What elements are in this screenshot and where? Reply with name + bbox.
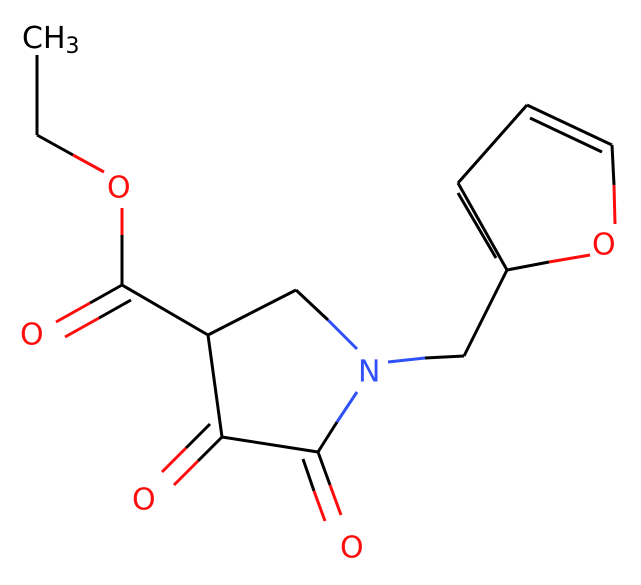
bond-n-ch2-black bbox=[424, 354, 465, 360]
bond-c2-n-blue bbox=[326, 318, 359, 351]
bond-c5-o-double-1-red bbox=[328, 484, 343, 516]
bond-c-o-double-1-red bbox=[55, 301, 91, 324]
bond-furan-c5-o-red bbox=[612, 184, 617, 225]
methyl-label: CH3 bbox=[22, 21, 80, 59]
bond-c4-o-double-2-red bbox=[160, 446, 188, 474]
bond-n-c5-blue bbox=[335, 391, 359, 423]
bonds bbox=[35, 55, 617, 522]
atom-labels: CH3 O O N O O O bbox=[20, 21, 616, 566]
bond-c3-c2 bbox=[207, 288, 297, 337]
bond-c4-c3 bbox=[206, 334, 224, 438]
bond-n-c5-black bbox=[316, 421, 339, 453]
bond-n-ch2-blue bbox=[387, 356, 426, 364]
bond-c5-c4 bbox=[221, 435, 319, 454]
bond-c5-o-double-1-black bbox=[316, 451, 332, 486]
keto-oxygen-5-label: O bbox=[340, 531, 364, 566]
bond-c4-o-double-1-red bbox=[172, 459, 200, 487]
bond-furan-c3-c4 bbox=[456, 104, 529, 184]
bond-ch2-furan-c2 bbox=[462, 269, 509, 357]
ester-oxygen-label: O bbox=[107, 171, 131, 206]
bond-c4-o-double-2-black bbox=[184, 422, 212, 450]
bond-c-o-double-1-black bbox=[89, 283, 123, 305]
bond-furan-c4-c5 bbox=[526, 103, 613, 147]
bond-c4-o-double-1-black bbox=[196, 435, 224, 463]
bond-furan-o-c2-red bbox=[548, 253, 591, 264]
nitrogen-label: N bbox=[358, 355, 380, 390]
bond-c-o-double-2-black bbox=[98, 298, 132, 320]
bond-furan-o-c2-black bbox=[506, 260, 550, 272]
bond-c-c3 bbox=[121, 283, 209, 337]
bond-c5-o-double-2-red bbox=[312, 490, 327, 522]
bond-c5-o-double-2-black bbox=[301, 458, 316, 492]
bond-c2-n-black bbox=[294, 288, 330, 322]
furan-oxygen-label: O bbox=[592, 228, 616, 263]
bond-ch2-o-black bbox=[36, 133, 74, 157]
bond-furan-c5-o-black bbox=[610, 144, 616, 186]
bond-furan-c4-c5-inner bbox=[529, 116, 603, 154]
bond-furan-c2-c3 bbox=[456, 182, 509, 271]
bond-furan-c2-c3-inner bbox=[456, 192, 498, 259]
keto-oxygen-4-label: O bbox=[132, 483, 156, 518]
carbonyl-oxygen-label: O bbox=[20, 318, 44, 353]
bond-c-o-double-2-red bbox=[64, 316, 100, 339]
bond-ch2-o-red bbox=[72, 153, 105, 174]
